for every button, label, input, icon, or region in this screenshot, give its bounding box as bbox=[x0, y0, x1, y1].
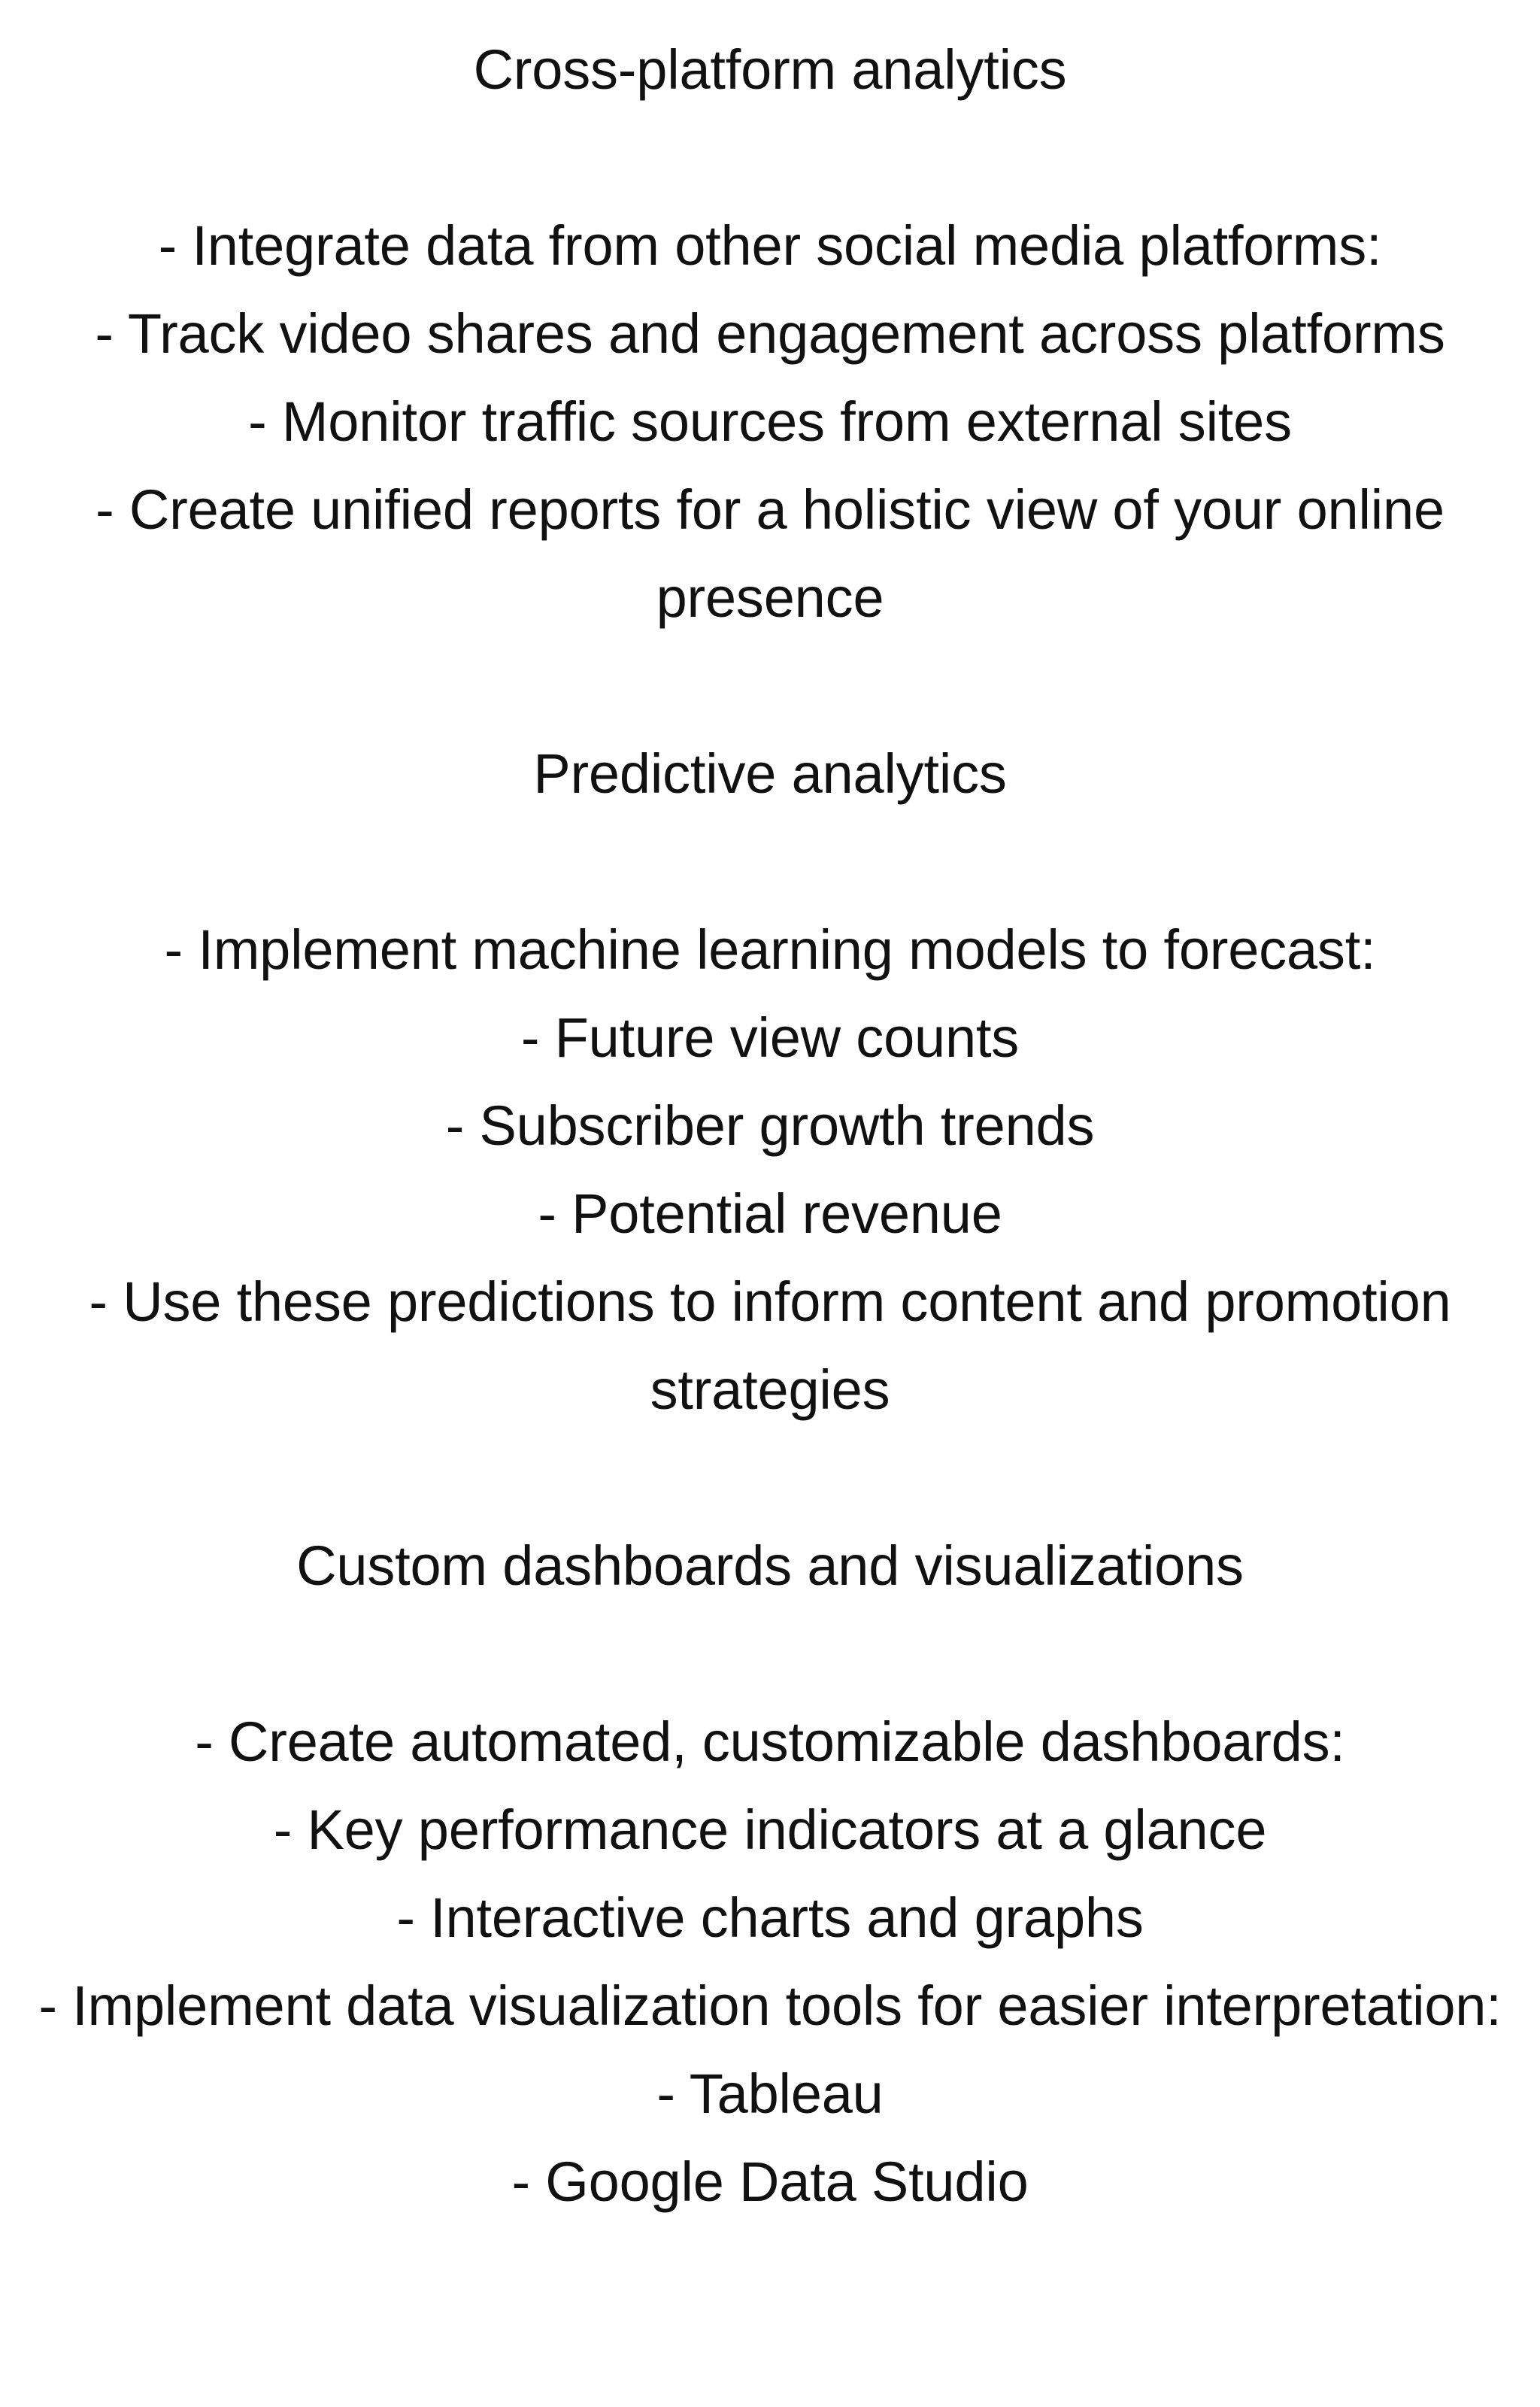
bullet-line: - Create unified reports for a holistic … bbox=[95, 478, 1460, 629]
paragraph-spacer bbox=[6, 818, 1534, 906]
paragraph-spacer bbox=[6, 1434, 1534, 1522]
paragraph-spacer bbox=[6, 1610, 1534, 1698]
bullet-line: - Track video shares and engagement acro… bbox=[95, 302, 1445, 365]
bullet-line: - Interactive charts and graphs bbox=[396, 1886, 1144, 1949]
section-heading: Predictive analytics bbox=[533, 742, 1007, 805]
bullet-line: - Use these predictions to inform conten… bbox=[89, 1270, 1466, 1421]
bullet-line: - Key performance indicators at a glance bbox=[273, 1798, 1267, 1861]
paragraph-spacer bbox=[6, 114, 1534, 202]
bullet-line: - Monitor traffic sources from external … bbox=[248, 390, 1292, 453]
bullet-line: - Subscriber growth trends bbox=[445, 1094, 1095, 1157]
section-heading: Custom dashboards and visualizations bbox=[296, 1534, 1244, 1597]
section-heading: Cross-platform analytics bbox=[473, 38, 1067, 101]
bullet-line: - Tableau bbox=[656, 2062, 884, 2125]
bullet-line: - Future view counts bbox=[520, 1006, 1020, 1069]
bullet-line: - Implement machine learning models to f… bbox=[164, 918, 1376, 981]
bullet-line: - Potential revenue bbox=[538, 1182, 1002, 1245]
bullet-line: - Integrate data from other social media… bbox=[158, 214, 1382, 277]
paragraph-spacer bbox=[6, 642, 1534, 730]
bullet-line: - Implement data visualization tools for… bbox=[38, 1974, 1502, 2037]
bullet-line-clipped: - Google Data Studio bbox=[511, 2151, 1029, 2213]
document-body: Cross-platform analytics - Integrate data… bbox=[6, 38, 1534, 2213]
bullet-line: - Create automated, customizable dashboa… bbox=[195, 1710, 1345, 1773]
